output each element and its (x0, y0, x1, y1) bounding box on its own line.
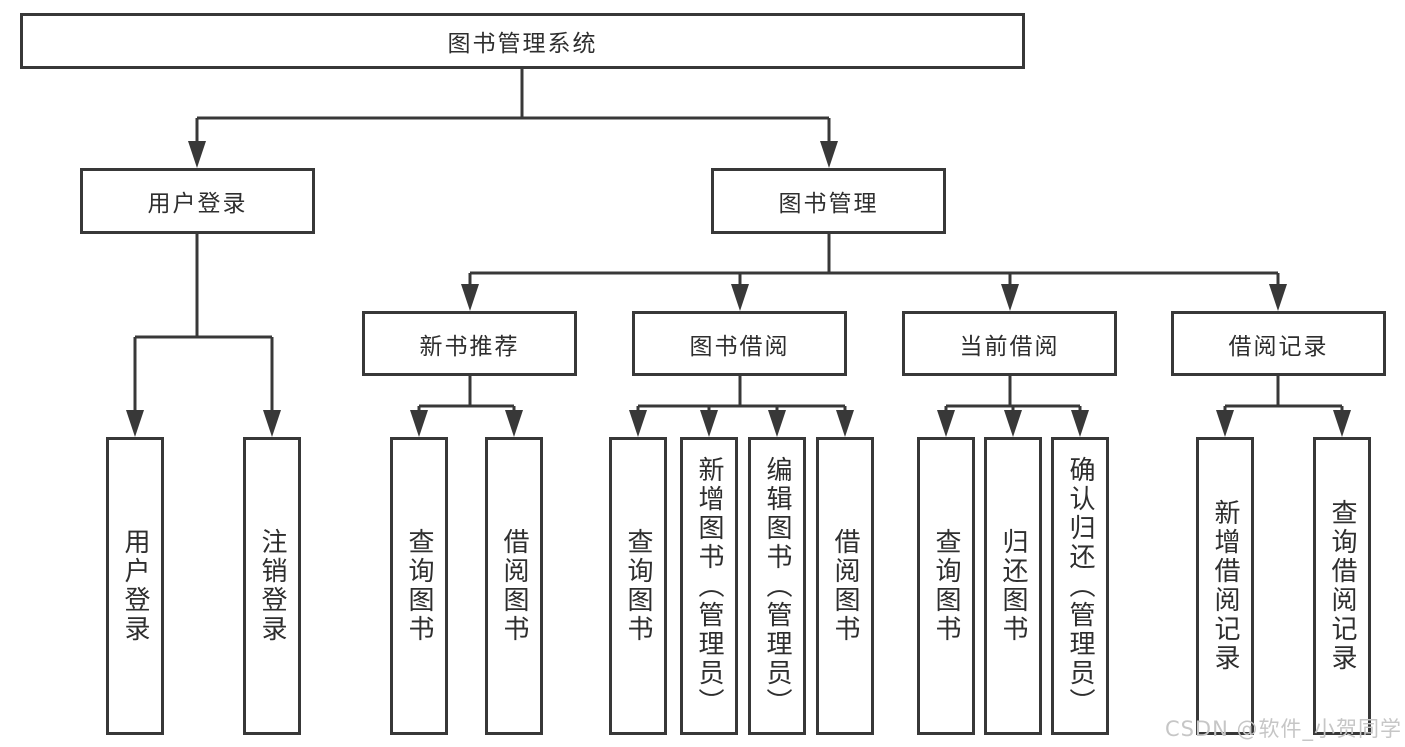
leaf-label: 新增图书（管理员） (694, 455, 724, 717)
leaf-label: 查询图书 (931, 528, 961, 644)
node-book-borrow: 图书借阅 (632, 311, 847, 376)
leaf-borrow-book-recommend: 借阅图书 (485, 437, 543, 735)
leaf-query-book-recommend: 查询图书 (390, 437, 448, 735)
leaf-query-book-borrow: 查询图书 (609, 437, 667, 735)
csdn-watermark: CSDN @软件_小贺同学 (1164, 717, 1402, 741)
node-new-book-recommend: 新书推荐 (362, 311, 577, 376)
leaf-query-book-current: 查询图书 (917, 437, 975, 735)
node-label: 借阅记录 (1228, 333, 1329, 360)
node-label: 图书管理系统 (447, 31, 598, 57)
node-borrow-record: 借阅记录 (1171, 311, 1386, 376)
leaf-label: 编辑图书（管理员） (762, 455, 792, 717)
node-current-borrow: 当前借阅 (902, 311, 1117, 376)
leaf-label: 查询图书 (404, 528, 434, 644)
node-root-system: 图书管理系统 (20, 13, 1025, 69)
leaf-query-borrow-record: 查询借阅记录 (1313, 437, 1371, 735)
leaf-return-book: 归还图书 (984, 437, 1042, 735)
node-label: 用户登录 (147, 191, 248, 217)
node-label: 图书管理 (778, 191, 879, 217)
leaf-label: 确认归还（管理员） (1065, 455, 1095, 717)
leaf-label: 借阅图书 (499, 528, 529, 644)
leaf-label: 查询借阅记录 (1327, 499, 1357, 673)
leaf-label: 查询图书 (623, 528, 653, 644)
leaf-label: 注销登录 (257, 528, 287, 644)
leaf-label: 用户登录 (120, 528, 150, 644)
node-user-login: 用户登录 (80, 168, 315, 234)
leaf-logout: 注销登录 (243, 437, 301, 735)
leaf-edit-book-admin: 编辑图书（管理员） (748, 437, 806, 735)
node-label: 新书推荐 (419, 333, 520, 360)
node-book-management: 图书管理 (711, 168, 946, 234)
leaf-add-borrow-record: 新增借阅记录 (1196, 437, 1254, 735)
leaf-confirm-return-admin: 确认归还（管理员） (1051, 437, 1109, 735)
leaf-label: 新增借阅记录 (1210, 499, 1240, 673)
leaf-borrow-book: 借阅图书 (816, 437, 874, 735)
leaf-label: 归还图书 (998, 528, 1028, 644)
leaf-add-book-admin: 新增图书（管理员） (680, 437, 738, 735)
leaf-user-login: 用户登录 (106, 437, 164, 735)
node-label: 当前借阅 (959, 333, 1060, 360)
leaf-label: 借阅图书 (830, 528, 860, 644)
node-label: 图书借阅 (689, 333, 790, 360)
